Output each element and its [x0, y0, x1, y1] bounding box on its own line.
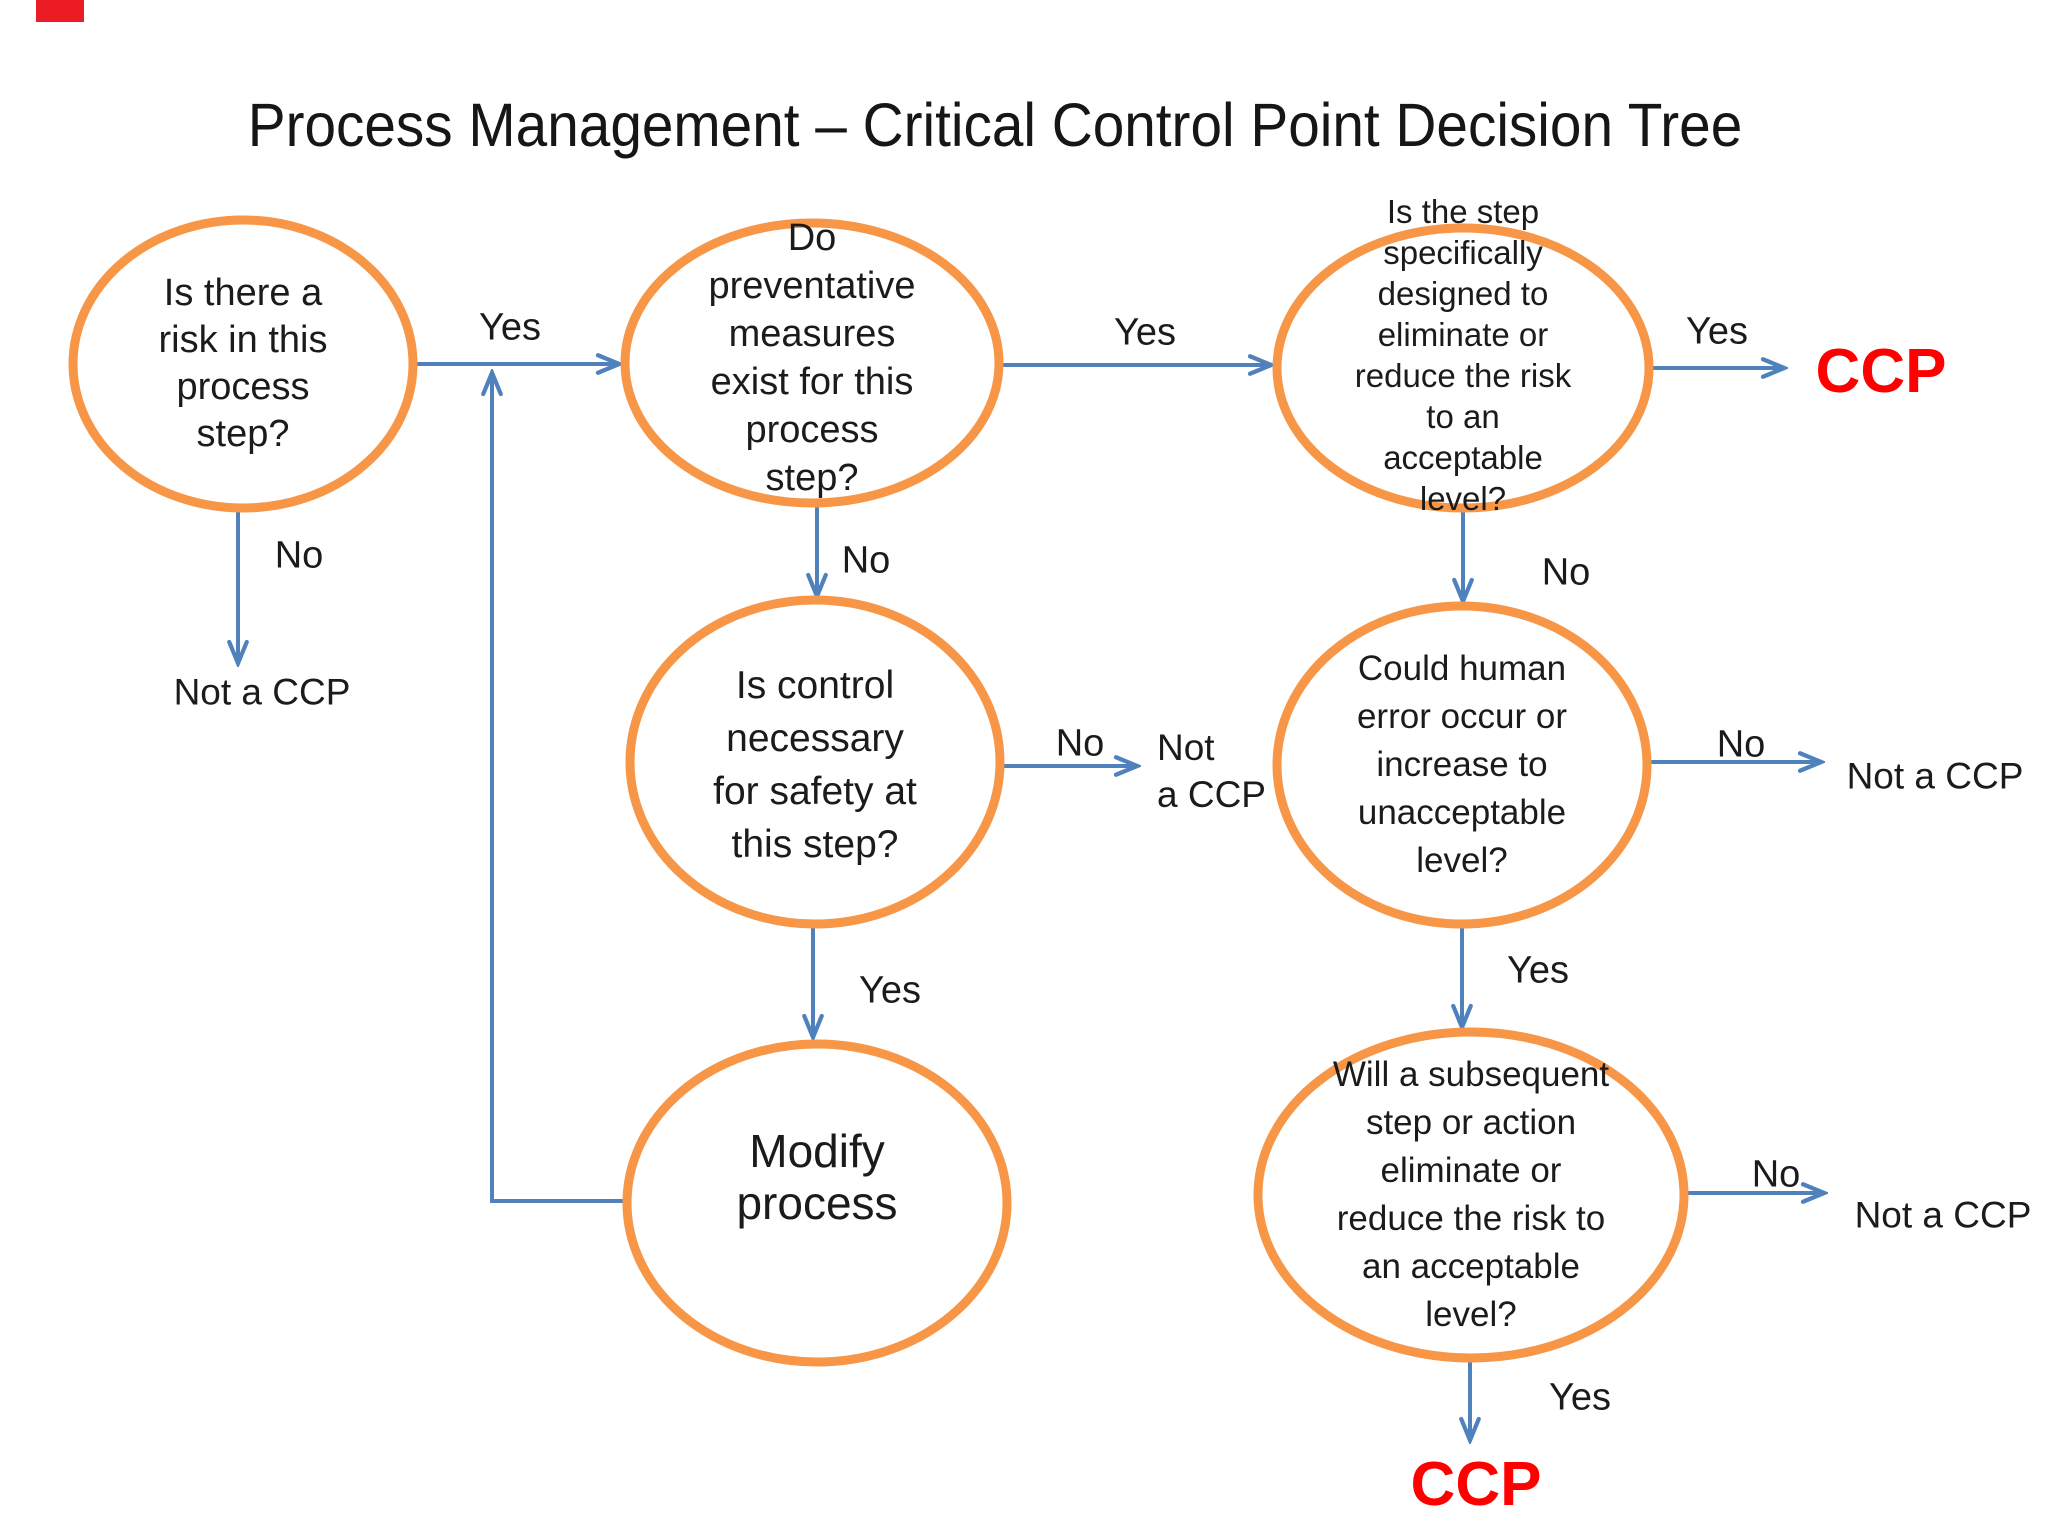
outcome-line: Not a CCP — [1854, 1194, 2032, 1236]
outcome-not-a-ccp-control: Not a CCP — [1157, 724, 1266, 818]
node-ellipse-designed — [1272, 223, 1654, 513]
outcome-line: Not a CCP — [1846, 755, 2024, 797]
edge-label-human-error-yes: Yes — [1507, 949, 1569, 992]
edge-label-human-error-no: No — [1716, 723, 1766, 766]
edge-label-control-yes: Yes — [859, 969, 921, 1012]
node-label-line: process — [176, 366, 310, 408]
node-label-line: process — [745, 409, 879, 451]
edge-label-subsequent-no: No — [1751, 1153, 1801, 1196]
edge-label-risk-no: No — [274, 534, 324, 577]
outcome-line: CCP — [1815, 337, 1947, 406]
node-label-line: process — [736, 1177, 898, 1229]
node-label-risk: Is there a risk in this process step? — [73, 270, 413, 458]
node-ellipse-preventative — [620, 218, 1004, 508]
edge-label-preventative-yes: Yes — [1114, 311, 1176, 354]
node-label-line: for safety at — [713, 770, 917, 813]
node-label-subsequent: Will a subsequent step or action eliminate… — [1258, 1051, 1684, 1339]
node-label-human-error: Could human error occur or increase to unac… — [1277, 645, 1647, 885]
outcome-not-a-ccp-human-error: Not a CCP — [1847, 753, 2024, 800]
node-label-line: level? — [1416, 841, 1508, 880]
edge-label-designed-yes: Yes — [1686, 310, 1748, 353]
node-label-line: to an — [1426, 398, 1500, 435]
node-ellipse-modify — [622, 1039, 1012, 1367]
red-corner-artifact — [36, 0, 84, 22]
node-label-control: Is control necessary for safety at this ste… — [630, 659, 1000, 871]
node-label-line: eliminate or — [1377, 316, 1549, 353]
outcome-not-a-ccp-subsequent: Not a CCP — [1855, 1192, 2032, 1239]
node-label-line: necessary — [726, 717, 904, 760]
node-label-line: Will a subsequent — [1332, 1055, 1610, 1094]
node-label-line: Do — [787, 217, 837, 259]
connector-modify-loop — [492, 374, 629, 1203]
node-label-line: level? — [1419, 480, 1507, 517]
node-label-line: reduce the risk — [1354, 357, 1572, 394]
node-label-line: step or action — [1365, 1103, 1577, 1142]
node-label-line: Modify — [749, 1125, 885, 1177]
outcome-line: CCP — [1410, 1450, 1542, 1519]
node-label-line: Is there a — [163, 272, 323, 314]
node-label-line: unacceptable — [1357, 793, 1567, 832]
node-label-line: error occur or — [1356, 697, 1568, 736]
node-label-designed: Is the step specifically designed to elimin… — [1277, 191, 1649, 519]
node-ellipse-control — [625, 595, 1005, 929]
node-label-line: this step? — [731, 823, 899, 866]
node-label-line: level? — [1425, 1295, 1517, 1334]
node-ellipse-subsequent — [1253, 1027, 1689, 1363]
node-label-line: reduce the risk to — [1336, 1199, 1606, 1238]
node-label-line: increase to — [1376, 745, 1548, 784]
node-label-line: specifically — [1383, 234, 1543, 271]
outcome-line: a CCP — [1157, 774, 1266, 815]
outcome-ccp-bottom: CCP — [1411, 1454, 1542, 1516]
node-label-preventative: Do preventative measures exist for this proc… — [625, 214, 999, 502]
node-label-line: acceptable — [1383, 439, 1543, 476]
node-label-line: an acceptable — [1362, 1247, 1580, 1286]
edge-label-risk-yes: Yes — [479, 306, 541, 349]
edge-label-designed-no: No — [1541, 551, 1591, 594]
node-label-line: exist for this — [710, 361, 914, 403]
edge-label-subsequent-yes: Yes — [1549, 1376, 1611, 1419]
node-label-line: designed to — [1377, 275, 1549, 312]
node-label-line: risk in this — [158, 319, 328, 361]
outcome-ccp-top: CCP — [1816, 341, 1947, 403]
node-label-line: Is the step — [1386, 193, 1540, 230]
node-ellipse-human-error — [1272, 601, 1652, 929]
node-label-line: Is control — [735, 664, 895, 707]
node-label-line: step? — [196, 413, 290, 455]
node-label-line: preventative — [708, 265, 916, 307]
outcome-line: Not — [1157, 727, 1215, 768]
node-ellipse-risk — [68, 215, 418, 513]
outcome-line: Not a CCP — [173, 671, 351, 713]
node-label-line: measures — [728, 313, 896, 355]
outcome-not-a-ccp-risk: Not a CCP — [174, 669, 351, 716]
edge-label-control-no: No — [1055, 722, 1105, 765]
node-label-line: Could human — [1357, 649, 1567, 688]
node-label-line: step? — [765, 457, 859, 499]
edge-label-preventative-no: No — [841, 539, 891, 582]
page-title: Process Management – Critical Control Po… — [247, 91, 1743, 159]
node-label-line: eliminate or — [1380, 1151, 1562, 1190]
